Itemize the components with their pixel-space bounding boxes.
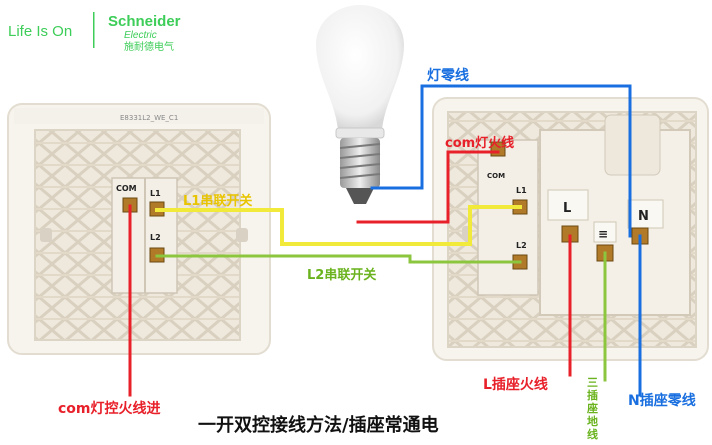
wire-com-live [356, 150, 500, 224]
left-terminal-com: COM [116, 184, 137, 193]
diagram-title: 一开双控接线方法/插座常通电 [198, 414, 439, 436]
label-ground: 三插座地线 [586, 376, 598, 441]
socket-n-label: N [638, 209, 649, 224]
brand-logo: Life Is On Schneider Electric 施耐德电气 [8, 12, 181, 53]
brand-name: Schneider [108, 13, 181, 30]
wires [128, 84, 642, 397]
label-com-in: com灯控火线进 [58, 400, 161, 417]
socket-l-label: L [563, 201, 571, 216]
label-lamp-neutral: 灯零线 [427, 67, 469, 84]
label-ground-text: 三插座地线 [586, 376, 598, 441]
brand-cn: 施耐德电气 [124, 40, 174, 53]
right-panel: COM L1 L2 L N ≡ [432, 97, 709, 361]
brand-sub: Electric [124, 30, 157, 41]
wire-l2-series [155, 254, 522, 264]
label-n-socket-neutral: N插座零线 [628, 392, 696, 409]
label-com-live: com灯火线 [445, 135, 514, 151]
brand-slogan: Life Is On [8, 23, 72, 40]
label-l2-series: L2串联开关 [307, 267, 376, 283]
light-bulb-icon [316, 5, 404, 204]
left-switch: E8331L2_WE_C1 COM L1 L2 [7, 103, 271, 355]
socket-e-label: ≡ [598, 227, 608, 241]
right-terminal-com: COM [487, 172, 505, 180]
wire-l1-series [155, 205, 522, 246]
model-number: E8331L2_WE_C1 [120, 114, 178, 122]
label-l1-series: L1串联开关 [183, 193, 252, 209]
labels: 灯零线 com灯火线 L1串联开关 L2串联开关 com灯控火线进 L插座火线 … [58, 67, 696, 436]
left-terminal-l1: L1 [150, 189, 161, 198]
left-terminal-l2: L2 [150, 233, 161, 242]
label-l-socket-live: L插座火线 [483, 376, 548, 393]
wire-lamp-neutral [370, 84, 632, 238]
right-terminal-l1: L1 [516, 186, 527, 195]
right-terminal-l2: L2 [516, 241, 527, 250]
